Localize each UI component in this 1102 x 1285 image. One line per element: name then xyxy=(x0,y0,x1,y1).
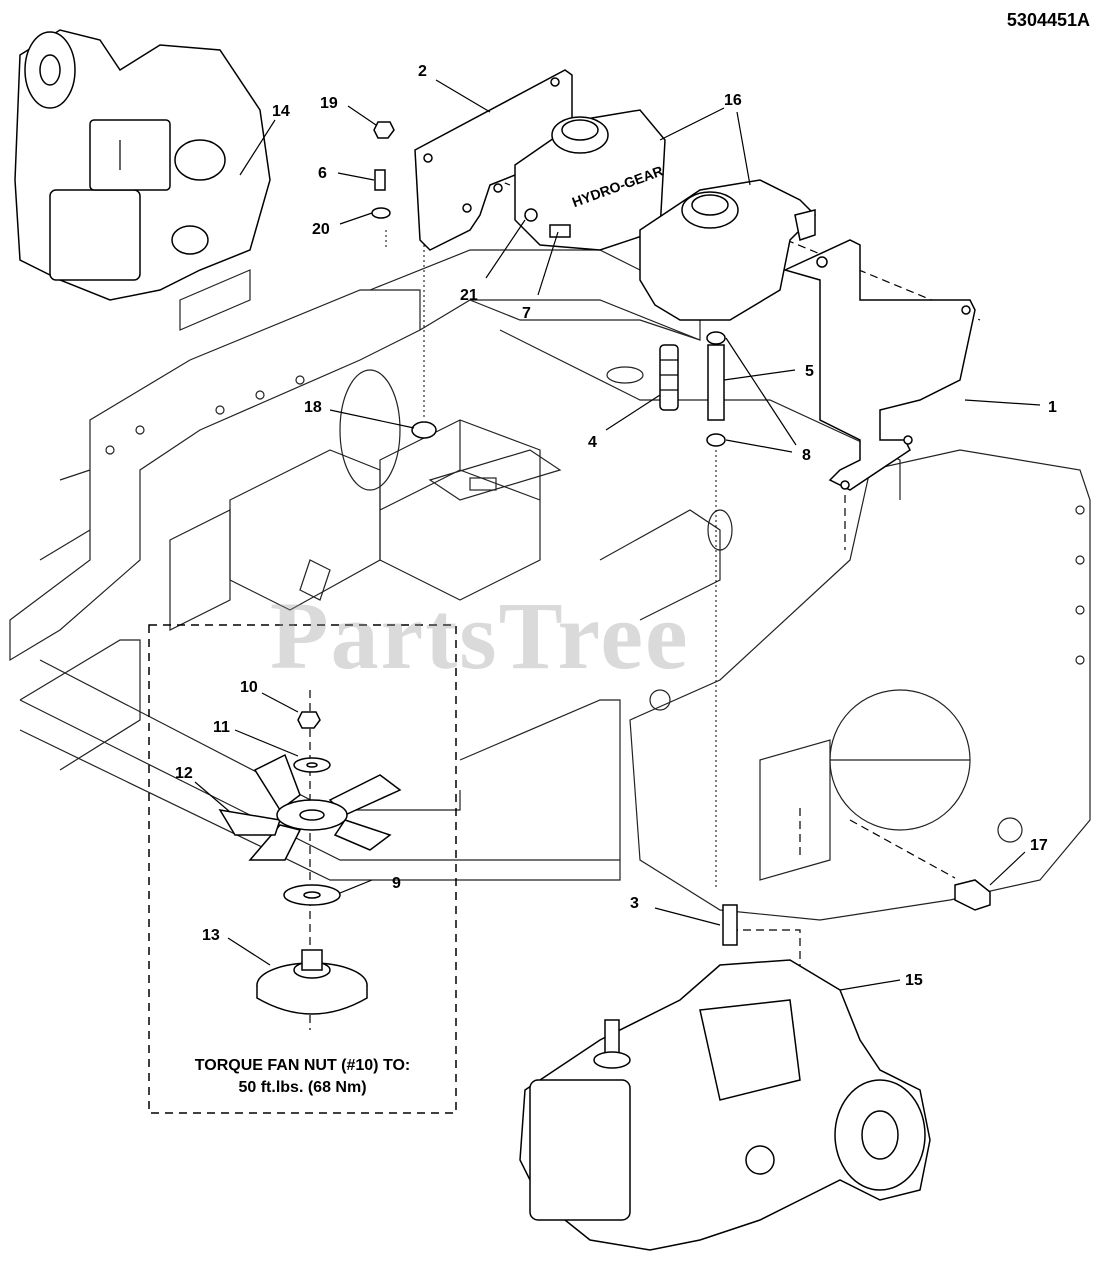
callout-1: 1 xyxy=(1048,399,1057,416)
callout-19: 19 xyxy=(320,95,338,112)
washer-part-11 xyxy=(293,757,331,773)
torque-note-line1: TORQUE FAN NUT (#10) TO: xyxy=(194,1057,411,1074)
clamp-part-8 xyxy=(706,331,726,447)
callout-4: 4 xyxy=(588,434,597,451)
callout-16: 16 xyxy=(724,92,742,109)
fan-part-12 xyxy=(218,753,402,861)
nut-part-10 xyxy=(297,711,321,729)
tube-part-5 xyxy=(707,344,725,421)
hub-part-9 xyxy=(283,884,341,906)
transaxle-part-15 xyxy=(519,959,931,1251)
bolt-part-6 xyxy=(374,169,386,191)
plate-part-2 xyxy=(414,69,573,251)
callout-7: 7 xyxy=(522,305,531,322)
callout-9: 9 xyxy=(392,875,401,892)
nut-part-19 xyxy=(373,121,395,139)
callout-15: 15 xyxy=(905,972,923,989)
callout-8: 8 xyxy=(802,447,811,464)
callout-17: 17 xyxy=(1030,837,1048,854)
fitting-part-3 xyxy=(722,904,738,946)
watermark: PartsTree xyxy=(270,582,690,689)
callout-20: 20 xyxy=(312,221,330,238)
washer-part-20 xyxy=(371,207,391,219)
transaxle-part-14 xyxy=(14,29,271,301)
hose-part-4 xyxy=(659,344,679,411)
pulley-part-13 xyxy=(256,949,368,1015)
reservoir-part-16-a: HYDRO-GEAR xyxy=(514,109,666,251)
callout-12: 12 xyxy=(175,765,193,782)
bolt-part-17 xyxy=(954,879,991,911)
reservoir-part-16-b xyxy=(639,179,817,321)
document-id: 5304451A xyxy=(1006,10,1090,30)
fan-inset-box xyxy=(148,624,457,1114)
callout-10: 10 xyxy=(240,679,258,696)
bracket-part-1 xyxy=(782,239,976,491)
torque-note-line2: 50 ft.lbs. (68 Nm) xyxy=(238,1079,367,1096)
callout-21: 21 xyxy=(460,287,478,304)
torque-note: TORQUE FAN NUT (#10) TO: 50 ft.lbs. (68 … xyxy=(150,1055,455,1099)
callout-13: 13 xyxy=(202,927,220,944)
callout-14: 14 xyxy=(272,103,290,120)
callout-11: 11 xyxy=(213,719,230,736)
callout-labels: 1 2 3 4 5 6 7 8 9 10 11 12 13 14 15 16 1… xyxy=(175,63,1057,989)
leader-lines xyxy=(194,79,1041,991)
callout-5: 5 xyxy=(805,363,814,380)
callout-2: 2 xyxy=(418,63,427,80)
callout-3: 3 xyxy=(630,895,639,912)
callout-6: 6 xyxy=(318,165,327,182)
callout-18: 18 xyxy=(304,399,322,416)
grommet-part-18 xyxy=(411,421,437,439)
